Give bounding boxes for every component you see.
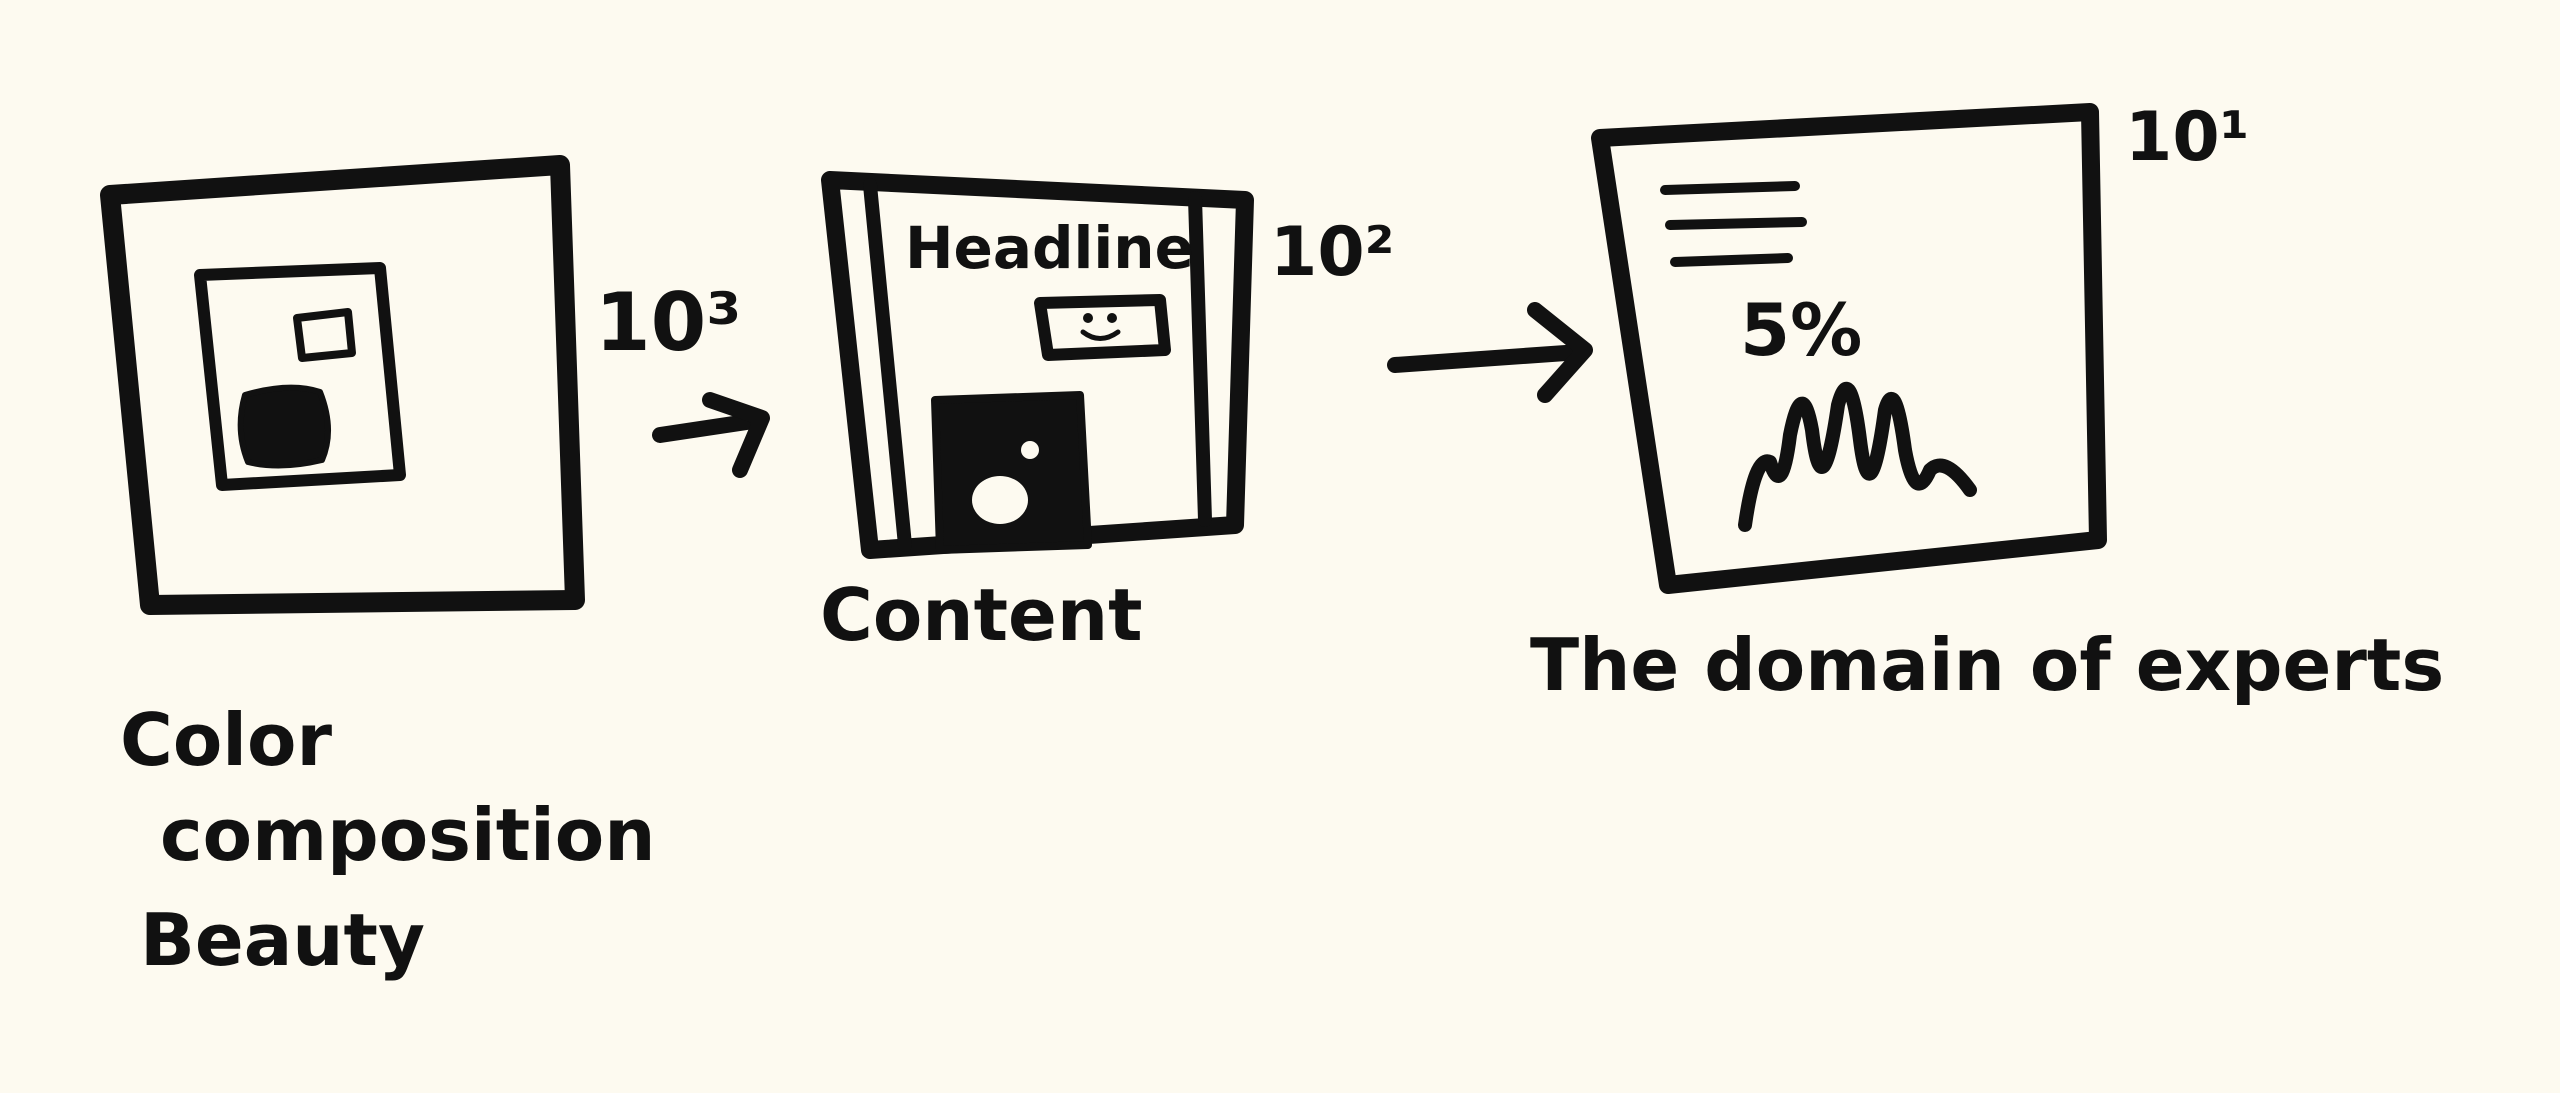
content-photo-dot — [1021, 441, 1039, 459]
bar-chart-icon — [1738, 382, 1977, 532]
content-frame — [821, 171, 1254, 559]
right-arrow-icon — [652, 392, 770, 478]
experts-caption: The domain of experts — [1530, 623, 2444, 707]
experts-stat: 5% — [1740, 288, 1862, 372]
smiley-icon — [1034, 294, 1171, 361]
beauty-caption-line-2: composition — [160, 793, 656, 877]
content-photo-block — [931, 391, 1092, 554]
beauty-caption-line-3: Beauty — [140, 898, 425, 982]
experts-text-line-1 — [1660, 181, 1800, 195]
beauty-caption-line-1: Color — [120, 698, 332, 782]
content-right-column-rule — [1188, 191, 1212, 527]
content-scale-label: 10² — [1270, 213, 1394, 292]
panel-experts — [1591, 103, 2107, 594]
content-headline: Headline — [905, 214, 1194, 282]
beauty-outer-frame — [100, 155, 585, 615]
panel-content — [821, 171, 1254, 559]
experts-scale-label: 10¹ — [2125, 98, 2249, 177]
beauty-dark-blob — [237, 384, 332, 469]
content-left-column-rule — [863, 178, 912, 552]
content-caption: Content — [820, 573, 1143, 657]
beauty-small-square — [293, 308, 356, 362]
beauty-scale-label: 10³ — [595, 276, 741, 369]
panel-beauty — [100, 155, 585, 615]
experts-frame — [1591, 103, 2107, 594]
content-photo-highlight — [972, 476, 1028, 524]
experts-text-line-2 — [1665, 217, 1807, 230]
experts-text-line-3 — [1670, 253, 1793, 267]
right-arrow-icon — [1387, 302, 1593, 403]
beauty-inner-picture — [194, 262, 406, 491]
